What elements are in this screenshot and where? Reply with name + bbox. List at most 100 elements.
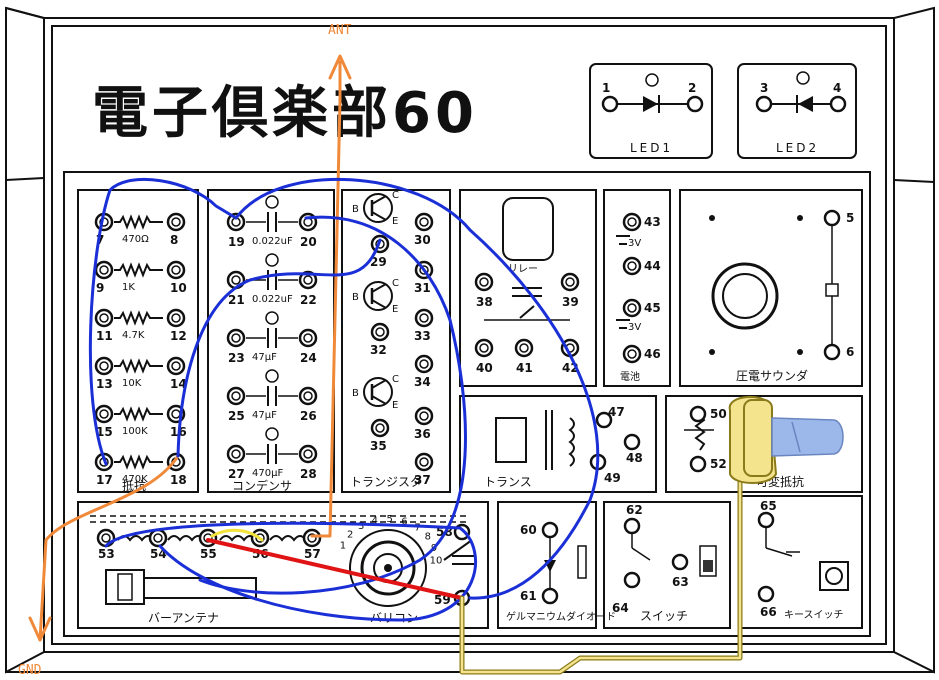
transistor-pin-number: 33 bbox=[414, 329, 431, 343]
capacitor-icon bbox=[265, 195, 279, 209]
resistor-pin-number: 11 bbox=[96, 329, 113, 343]
transformer-pin-48: 48 bbox=[626, 451, 643, 465]
key-switch-block: 65 66 キースイッチ bbox=[739, 495, 863, 629]
led1-pin-2: 2 bbox=[688, 81, 696, 95]
transformer-pin-49: 49 bbox=[604, 471, 621, 485]
diode-pin-60: 60 bbox=[520, 523, 537, 537]
varicon-scale-number: 10 bbox=[430, 555, 443, 566]
battery-label: 電池 bbox=[620, 370, 640, 383]
transistor-symbol: BCE bbox=[352, 278, 399, 315]
diode-pin-61: 61 bbox=[520, 589, 537, 603]
capacitor-terminal-right bbox=[298, 444, 318, 464]
capacitor-value: 470μF bbox=[252, 468, 283, 479]
varres-pin-50: 50 bbox=[710, 407, 727, 421]
resistor-terminal-right bbox=[166, 308, 186, 328]
varicon-graphic bbox=[349, 529, 474, 607]
resistor-symbol bbox=[114, 262, 163, 278]
capacitor-pin-number: 23 bbox=[228, 351, 245, 365]
radio-pin-number: 57 bbox=[304, 547, 321, 561]
transistor-e-letter: E bbox=[392, 216, 398, 227]
capacitor-icon bbox=[265, 369, 279, 383]
resistor-pin-number: 17 bbox=[96, 473, 113, 487]
transistor-pin-number: 31 bbox=[414, 281, 431, 295]
resistor-terminal-left bbox=[94, 356, 114, 376]
battery-pin-number: 45 bbox=[644, 301, 661, 315]
transistor-terminal bbox=[414, 452, 434, 472]
blue-wire-res-loop bbox=[176, 238, 382, 458]
transistor-terminal bbox=[414, 212, 434, 232]
relay-pin-number: 38 bbox=[476, 295, 493, 309]
ant-annotation: ANT bbox=[328, 23, 352, 38]
transistor-pin-number: 35 bbox=[370, 439, 387, 453]
blue-wire-radio bbox=[104, 521, 477, 622]
yellow-wire bbox=[210, 528, 264, 542]
transistor-b-letter: B bbox=[352, 292, 359, 303]
varres-pin-52: 52 bbox=[710, 457, 727, 471]
varicon-scale-number: 1 bbox=[340, 540, 346, 551]
resistor-terminal-right bbox=[166, 212, 186, 232]
capacitor-terminal-right bbox=[298, 386, 318, 406]
radio-pin-number: 53 bbox=[98, 547, 115, 561]
transistor-pin-number: 36 bbox=[414, 427, 431, 441]
enclosure bbox=[5, 6, 935, 674]
varicon-label: バリコン bbox=[370, 611, 418, 625]
transistor-b-letter: B bbox=[352, 388, 359, 399]
varicon-scale-number: 3 bbox=[358, 521, 364, 532]
resistor-pin-number: 18 bbox=[170, 473, 187, 487]
battery-voltage-2: 3V bbox=[628, 322, 641, 333]
resistor-terminal-right bbox=[166, 260, 186, 280]
switch-block: 62 63 64 スイッチ bbox=[603, 501, 731, 629]
relay-pin-number: 39 bbox=[562, 295, 579, 309]
led2-label: LED2 bbox=[776, 141, 819, 155]
germanium-label: ゲルマニウムダイオード bbox=[506, 610, 616, 623]
main-panel bbox=[63, 171, 871, 637]
transistor-block-label: トランジスタ bbox=[350, 475, 422, 489]
piezo-pin-5: 5 bbox=[846, 211, 854, 225]
battery-pin-number: 46 bbox=[644, 347, 661, 361]
varicon-scale-number: 2 bbox=[347, 529, 353, 540]
bar-antenna-graphic bbox=[105, 569, 257, 605]
key-pin-66: 66 bbox=[760, 605, 777, 619]
capacitor-value: 47μF bbox=[252, 352, 277, 363]
transformer-block: 47 48 49 トランス bbox=[459, 395, 657, 493]
germanium-block: 60 61 ゲルマニウムダイオード bbox=[497, 501, 616, 629]
relay-terminal bbox=[560, 272, 580, 292]
blue-wire-big-loop bbox=[234, 177, 600, 600]
capacitor-terminal-right bbox=[298, 328, 318, 348]
transformer-pin-47: 47 bbox=[608, 405, 625, 419]
radio-pin-number: 55 bbox=[200, 547, 217, 561]
key-pin-65: 65 bbox=[760, 499, 777, 513]
capacitor-terminal-right bbox=[298, 212, 318, 232]
resistor-value: 1K bbox=[122, 282, 135, 293]
capacitor-pin-number: 26 bbox=[300, 409, 317, 423]
capacitor-pin-number: 22 bbox=[300, 293, 317, 307]
transistor-c-letter: C bbox=[392, 278, 399, 289]
transistor-terminal bbox=[414, 406, 434, 426]
resistor-pin-number: 15 bbox=[96, 425, 113, 439]
transformer-label: トランス bbox=[484, 475, 532, 489]
resistor-value: 470K bbox=[122, 474, 148, 485]
resistor-symbol bbox=[114, 358, 163, 374]
relay-terminal bbox=[474, 272, 494, 292]
gnd-arrow bbox=[28, 616, 52, 642]
varicon-scale-number: 4 bbox=[372, 516, 378, 527]
resistor-pin-number: 7 bbox=[96, 233, 104, 247]
battery-terminal bbox=[622, 212, 642, 232]
resistor-pin-number: 12 bbox=[170, 329, 187, 343]
gnd-annotation: GND bbox=[18, 663, 42, 678]
transistor-pin-number: 34 bbox=[414, 375, 431, 389]
resistor-symbol bbox=[114, 454, 163, 470]
relay-pin-number: 40 bbox=[476, 361, 493, 375]
capacitor-terminal-right bbox=[298, 270, 318, 290]
transistor-pin-number: 29 bbox=[370, 255, 387, 269]
